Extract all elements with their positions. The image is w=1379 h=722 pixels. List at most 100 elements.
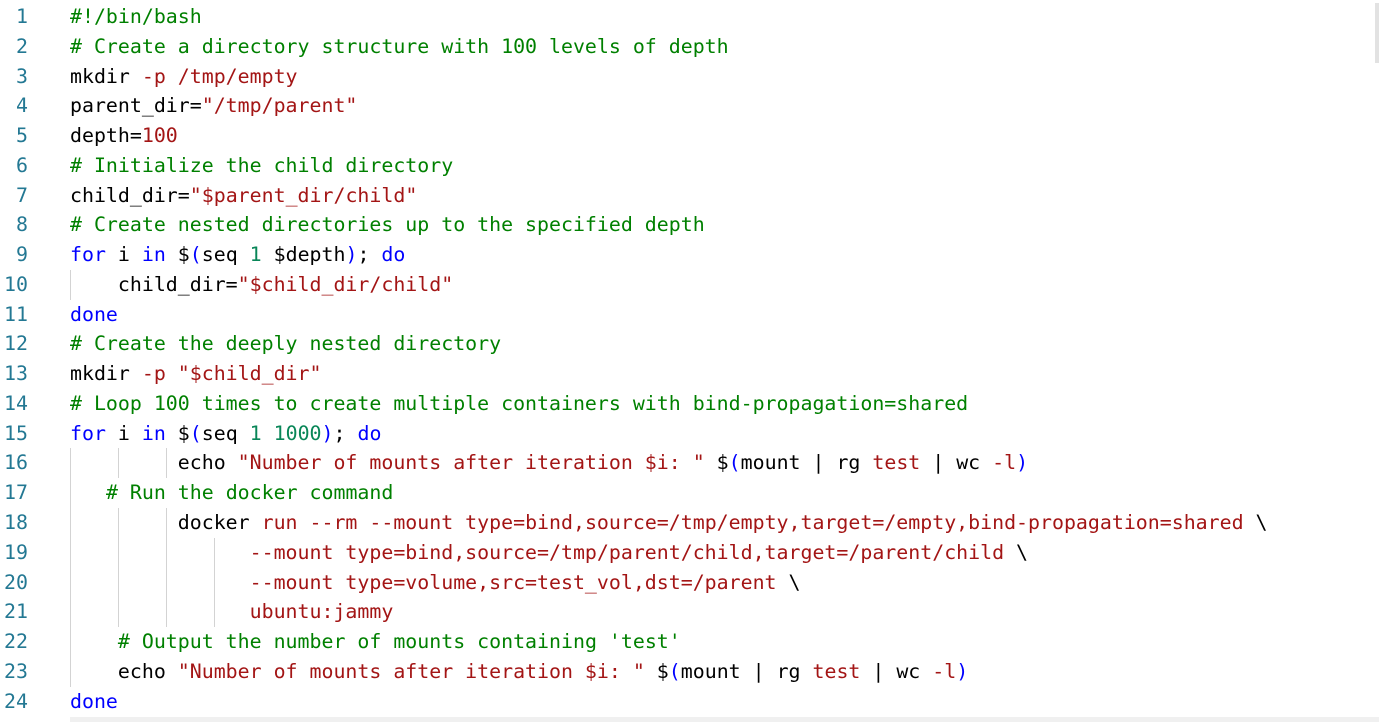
token-string: 100 [141,124,178,148]
line-number: 8 [16,213,28,237]
line-content: child_dir="$parent_dir/child" [70,181,417,211]
indent-guide [70,269,71,300]
line-number: 6 [16,153,28,177]
token-comment: # Create nested directories up to the sp… [70,213,705,237]
line-number: 11 [4,302,28,326]
code-line[interactable]: 7 child_dir="$parent_dir/child" [0,181,1379,211]
code-line[interactable]: 13 mkdir -p "$child_dir" [0,359,1379,389]
token-comment: # Run the docker command [105,481,394,505]
token-plain: $ [644,659,669,683]
horizontal-scrollbar-track [70,717,1379,722]
line-content: # Create the deeply nested directory [70,329,501,359]
token-string: ubuntu:jammy [70,600,394,624]
line-content: mkdir -p "$child_dir" [70,359,322,389]
token-keyword: ( [728,451,741,475]
token-plain: $depth [261,243,346,267]
token-plain: mkdir [70,64,142,88]
code-line[interactable]: 19 --mount type=bind,source=/tmp/parent/… [0,537,1379,568]
line-content: echo "Number of mounts after iteration $… [70,657,968,687]
line-number: 10 [4,272,28,296]
token-plain: mount | rg [740,451,873,475]
line-number: 14 [4,391,28,415]
vertical-scrollbar[interactable] [1375,3,1379,63]
line-number: 7 [16,183,28,207]
line-number: 17 [4,481,28,505]
token-plain: \ [1243,511,1268,535]
code-line[interactable]: 4 parent_dir="/tmp/parent" [0,91,1379,121]
code-line[interactable]: 3 mkdir -p /tmp/empty [0,62,1379,92]
line-number: 13 [4,362,28,386]
token-comment: # Create the deeply nested directory [70,332,502,356]
token-plain: ; [333,421,358,445]
line-content: # Loop 100 times to create multiple cont… [70,389,968,419]
token-plain: echo [70,451,238,475]
code-line[interactable]: 18 docker run --rm --mount type=bind,sou… [0,508,1379,538]
code-line[interactable]: 16 echo "Number of mounts after iteratio… [0,448,1379,479]
token-plain: i [105,243,142,267]
token-string: -p /tmp/empty [141,64,298,88]
token-string: "$child_dir/child" [237,272,454,296]
token-string: test [812,659,861,683]
indent-guide [70,448,71,479]
line-number: 3 [16,64,28,88]
token-keyword: ( [668,659,681,683]
indent-guide [165,567,167,598]
code-line[interactable]: 22 # Output the number of mounts contain… [0,627,1379,657]
token-keyword: in [141,421,166,445]
line-content: parent_dir="/tmp/parent" [70,91,357,121]
token-keyword: ( [189,421,202,445]
indent-guide [213,567,215,598]
line-number: 1 [16,5,28,28]
line-number: 4 [16,94,28,118]
token-string: test [872,451,921,475]
token-plain: seq [201,421,250,445]
indent-guide [70,597,71,628]
code-line[interactable]: 1 #!/bin/bash [0,2,1379,32]
code-line[interactable]: 8 # Create nested directories up to the s… [0,210,1379,240]
token-plain: ; [357,243,382,267]
line-content: --mount type=bind,source=/tmp/parent/chi… [70,538,1028,568]
code-line[interactable]: 14 # Loop 100 times to create multiple co… [0,389,1379,419]
token-string: -l [992,451,1017,475]
indent-guide [165,448,167,479]
token-plain: child_dir= [70,272,238,296]
line-content: # Create a directory structure with 100 … [70,32,729,62]
code-line[interactable]: 17 # Run the docker command [0,478,1379,509]
line-content: # Run the docker command [70,478,393,508]
line-content: for i in $(seq 1 $depth); do [70,240,405,270]
code-line[interactable]: 12# Create the deeply nested directory [0,329,1379,359]
code-line[interactable]: 6# Initialize the child directory [0,151,1379,181]
token-comment: # Output the number of mounts containing… [117,630,681,654]
indent-guide [213,537,215,568]
token-keyword: in [141,243,166,267]
code-line[interactable]: 23 echo "Number of mounts after iteratio… [0,656,1379,687]
token-string: --mount type=bind,source=/tmp/parent/chi… [70,540,1005,564]
code-line[interactable]: 2 # Create a directory structure with 100… [0,32,1379,62]
token-keyword: ( [189,243,202,267]
token-string: "/tmp/parent" [201,94,358,118]
token-plain: $ [165,421,190,445]
token-keyword: do [381,243,406,267]
line-number: 2 [16,34,28,58]
line-content: echo "Number of mounts after iteration $… [70,448,1028,478]
line-number: 18 [4,511,28,535]
token-plain: echo [70,659,178,683]
code-line[interactable]: 20 --mount type=volume,src=test_vol,dst=… [0,567,1379,598]
token-keyword: ) [1016,451,1029,475]
token-comment: #!/bin/bash [70,5,202,28]
line-number: 23 [4,659,28,683]
line-content: mkdir -p /tmp/empty [70,62,298,92]
code-line[interactable]: 21 ubuntu:jammy [0,597,1379,628]
token-keyword: done [70,689,118,713]
token-plain: parent_dir= [70,94,202,118]
indent-guide [165,597,167,628]
token-number: 1 [249,243,262,267]
code-line[interactable]: 10 child_dir="$child_dir/child" [0,269,1379,300]
indent-guide [213,597,215,628]
